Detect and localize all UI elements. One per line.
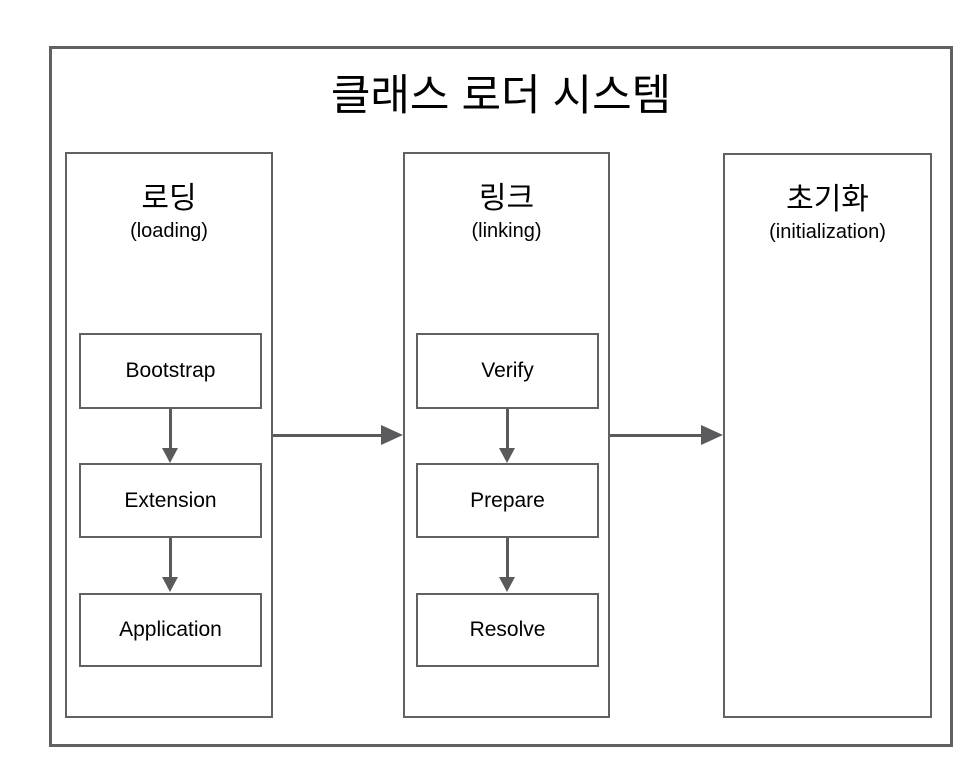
step-box-resolve: Resolve <box>416 593 599 667</box>
arrow-down-prepare-to-resolve <box>499 538 516 593</box>
arrow-head-icon <box>162 577 178 592</box>
step-box-verify: Verify <box>416 333 599 409</box>
diagram-title: 클래스 로더 시스템 <box>330 72 672 120</box>
arrow-down-verify-to-prepare <box>499 409 516 463</box>
arrow-right-linking-to-initialization <box>610 425 723 445</box>
step-box-bootstrap: Bootstrap <box>79 333 262 409</box>
step-box-application: Application <box>79 593 262 667</box>
arrow-shaft <box>506 409 509 449</box>
step-box-prepare: Prepare <box>416 463 599 538</box>
stage-header-linking: 링크 (linking) <box>405 180 608 244</box>
arrow-shaft <box>169 409 172 449</box>
arrow-shaft <box>273 433 383 437</box>
stage-title-loading: 로딩 <box>141 182 197 215</box>
arrow-head-icon <box>381 425 403 445</box>
stage-column-initialization: 초기화 (initialization) <box>723 153 932 718</box>
stage-subtitle-initialization: (initialization) <box>769 221 886 243</box>
arrow-shaft <box>610 433 703 437</box>
stage-subtitle-linking: (linking) <box>471 220 542 242</box>
step-box-extension: Extension <box>79 463 262 538</box>
stage-header-loading: 로딩 (loading) <box>67 180 271 244</box>
arrow-shaft <box>506 538 509 578</box>
stage-header-initialization: 초기화 (initialization) <box>725 181 930 245</box>
arrow-down-bootstrap-to-extension <box>162 409 179 463</box>
arrow-head-icon <box>499 448 515 463</box>
stage-title-linking: 링크 <box>478 182 535 215</box>
stage-subtitle-loading: (loading) <box>130 220 208 242</box>
stage-title-initialization: 초기화 <box>786 183 869 216</box>
arrow-shaft <box>169 538 172 578</box>
arrow-head-icon <box>499 577 515 592</box>
arrow-down-extension-to-application <box>162 538 179 593</box>
arrow-right-loading-to-linking <box>273 425 403 445</box>
arrow-head-icon <box>162 448 178 463</box>
arrow-head-icon <box>701 425 723 445</box>
